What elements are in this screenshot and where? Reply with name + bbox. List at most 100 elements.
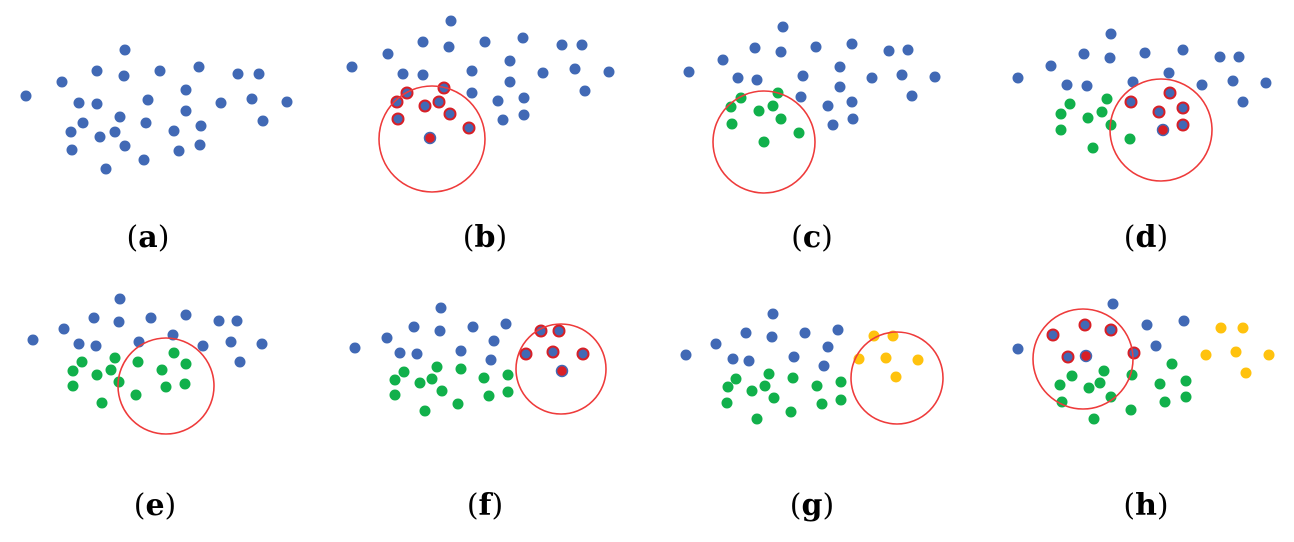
unvisited-point — [20, 90, 32, 102]
unvisited-point — [88, 312, 100, 324]
unvisited-point — [1045, 60, 1057, 72]
cluster-green-point — [109, 352, 121, 364]
cluster-green-point — [436, 385, 448, 397]
cluster-green-point — [768, 392, 780, 404]
unvisited-point — [119, 44, 131, 56]
panel-h — [1012, 298, 1275, 425]
unvisited-point — [866, 72, 878, 84]
unvisited-point — [500, 318, 512, 330]
cluster-green-point — [1054, 379, 1066, 391]
cluster-green-point — [67, 380, 79, 392]
unvisited-point — [492, 95, 504, 107]
cluster-green-point — [419, 405, 431, 417]
cluster-green-point — [431, 361, 443, 373]
cluster-yellow-point — [1263, 349, 1275, 361]
unvisited-point — [576, 39, 588, 51]
caption-a: (a) — [126, 220, 170, 255]
unvisited-point — [382, 48, 394, 60]
unvisited-point — [1260, 77, 1272, 89]
cluster-green-point — [105, 364, 117, 376]
cluster-green-point — [389, 389, 401, 401]
caption-b: (b) — [462, 220, 508, 255]
cluster-green-point — [746, 385, 758, 397]
cluster-green-point — [1124, 133, 1136, 145]
cluster-green-point — [179, 378, 191, 390]
cluster-green-point — [725, 101, 737, 113]
unvisited-point — [751, 74, 763, 86]
unvisited-point — [180, 84, 192, 96]
cluster-green-point — [156, 364, 168, 376]
cluster-green-point — [67, 365, 79, 377]
unvisited-point — [749, 42, 761, 54]
unvisited-point — [56, 76, 68, 88]
unvisited-point — [197, 340, 209, 352]
neighbor-point — [1124, 95, 1138, 109]
unvisited-point — [732, 72, 744, 84]
neighbor-point — [1163, 86, 1177, 100]
unvisited-point — [795, 91, 807, 103]
unvisited-point — [518, 92, 530, 104]
eps-neighborhood-circle — [1109, 78, 1213, 182]
unvisited-point — [194, 139, 206, 151]
unvisited-point — [827, 119, 839, 131]
cluster-green-point — [726, 118, 738, 130]
cluster-green-point — [455, 363, 467, 375]
cluster-green-point — [91, 369, 103, 381]
unvisited-point — [100, 163, 112, 175]
unvisited-point — [417, 69, 429, 81]
unvisited-point — [1139, 47, 1151, 59]
unvisited-point — [740, 327, 752, 339]
eps-neighborhood-circle — [515, 323, 607, 415]
eps-neighborhood-circle — [1032, 308, 1134, 410]
cluster-green-point — [1064, 98, 1076, 110]
cluster-green-point — [1082, 112, 1094, 124]
unvisited-point — [1107, 298, 1119, 310]
unvisited-point — [394, 347, 406, 359]
unvisited-point — [346, 61, 358, 73]
unvisited-point — [810, 41, 822, 53]
unvisited-point — [1214, 51, 1226, 63]
cluster-yellow-point — [1215, 322, 1227, 334]
cluster-green-point — [1066, 370, 1078, 382]
cluster-green-point — [1125, 404, 1137, 416]
neighbor-point — [1152, 105, 1166, 119]
unvisited-point — [145, 312, 157, 324]
unvisited-point — [1081, 80, 1093, 92]
cluster-green-point — [816, 398, 828, 410]
unvisited-point — [281, 96, 293, 108]
unvisited-point — [246, 93, 258, 105]
unvisited-point — [579, 85, 591, 97]
unvisited-point — [1163, 67, 1175, 79]
unvisited-point — [77, 117, 89, 129]
unvisited-point — [518, 109, 530, 121]
caption-f: (f) — [466, 488, 504, 523]
unvisited-point — [797, 70, 809, 82]
unvisited-point — [710, 338, 722, 350]
unvisited-point — [381, 332, 393, 344]
cluster-yellow-point — [868, 330, 880, 342]
cluster-green-point — [132, 356, 144, 368]
eps-neighborhood-circle — [117, 337, 215, 435]
cluster-green-point — [502, 369, 514, 381]
panel-f — [349, 302, 607, 417]
core-point — [1156, 123, 1170, 137]
unvisited-point — [94, 131, 106, 143]
cluster-green-point — [763, 368, 775, 380]
cluster-green-point — [426, 373, 438, 385]
unvisited-point — [118, 70, 130, 82]
unvisited-point — [91, 98, 103, 110]
cluster-green-point — [835, 376, 847, 388]
neighbor-point — [552, 324, 566, 338]
cluster-green-point — [721, 397, 733, 409]
unvisited-point — [455, 345, 467, 357]
cluster-green-point — [835, 394, 847, 406]
cluster-green-point — [1083, 382, 1095, 394]
unvisited-point — [1177, 44, 1189, 56]
neighbor-point — [391, 112, 405, 126]
unvisited-point — [232, 68, 244, 80]
cluster-green-point — [811, 380, 823, 392]
unvisited-point — [504, 76, 516, 88]
unvisited-point — [767, 308, 779, 320]
unvisited-point — [397, 68, 409, 80]
neighbor-point — [1104, 323, 1118, 337]
